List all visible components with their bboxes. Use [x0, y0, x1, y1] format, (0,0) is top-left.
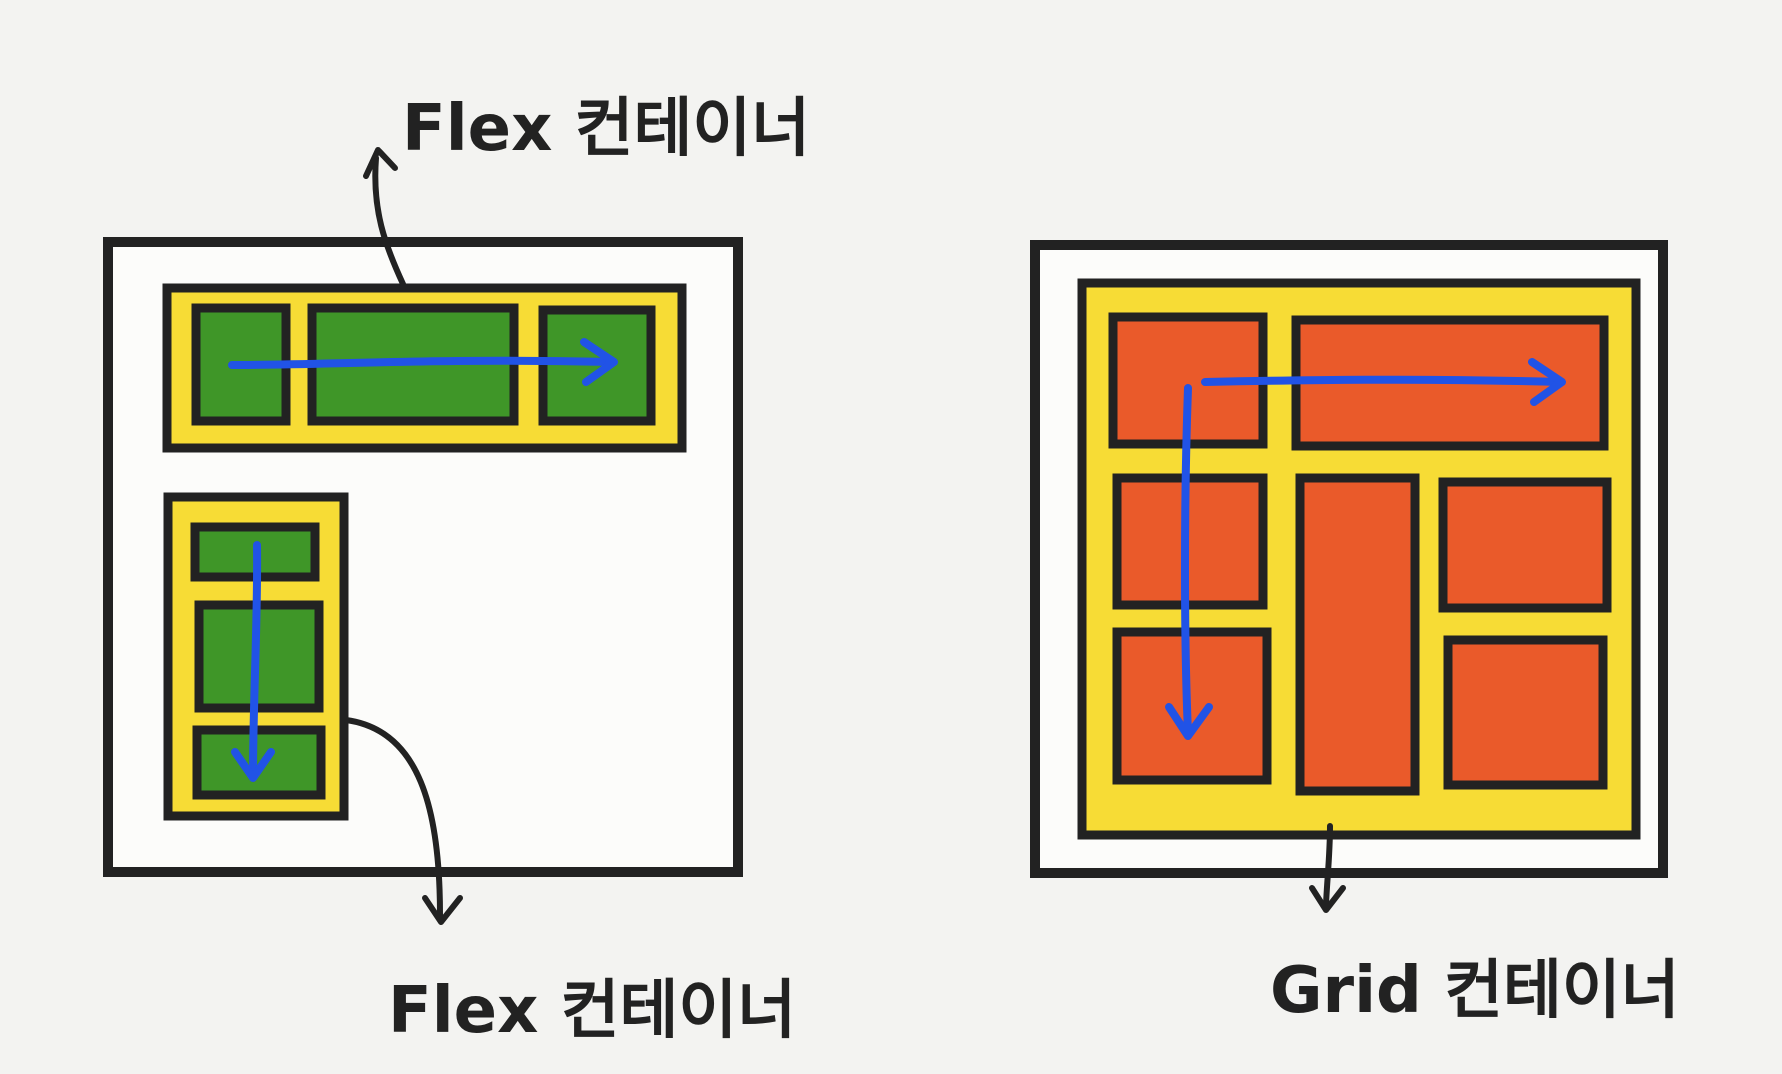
flex-row-container [162, 283, 687, 453]
pointer-arrow-flex-column [343, 717, 463, 925]
grid-item [1443, 635, 1608, 790]
main-axis-arrow-vertical [231, 541, 275, 782]
label-flex-row: Flex 컨테이너 [402, 92, 810, 166]
flex-column-container [163, 492, 349, 821]
pointer-arrow-flex-row [363, 147, 406, 287]
pointer-arrow-grid [1309, 823, 1346, 913]
row-axis-arrow [1201, 358, 1566, 406]
label-flex-column: Flex 컨테이너 [388, 974, 796, 1048]
label-grid: Grid 컨테이너 [1270, 954, 1680, 1028]
grid-container [1077, 278, 1641, 840]
grid-item [1438, 477, 1612, 613]
grid-item [1112, 473, 1268, 610]
grid-item [1295, 473, 1420, 796]
main-axis-arrow-horizontal [228, 338, 618, 386]
grid-item [1112, 627, 1272, 785]
column-axis-arrow [1165, 384, 1213, 740]
